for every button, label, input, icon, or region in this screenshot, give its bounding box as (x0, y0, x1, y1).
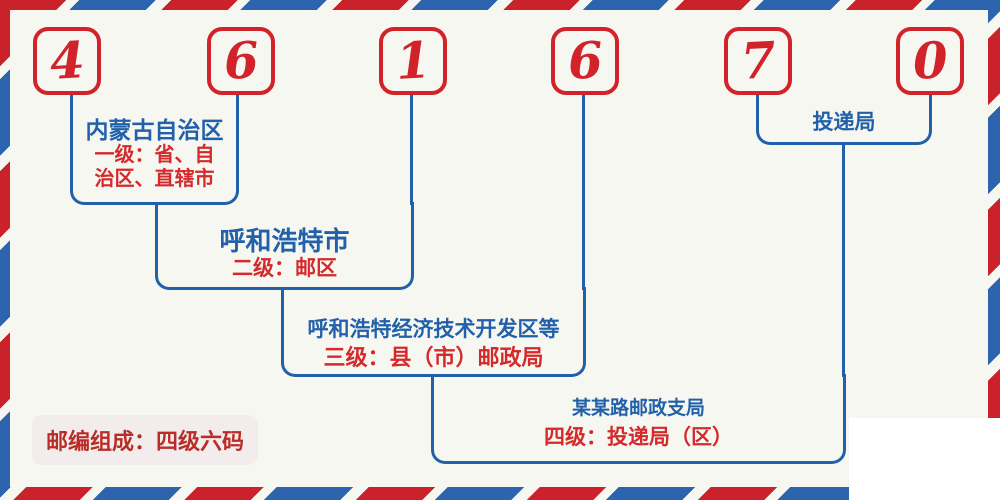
envelope-inner-background (10, 10, 988, 487)
digit-1: 4 (48, 30, 86, 91)
postal-code-composition-badge: 邮编组成：四级六码 (32, 415, 258, 465)
level1-desc-line1: 一级：省、自 (94, 144, 215, 166)
level3-desc-label: 三级：县（市）邮政局 (323, 345, 544, 370)
digit-4: 6 (566, 30, 604, 91)
badge-text: 邮编组成：四级六码 (45, 429, 244, 454)
level3-place-label: 呼和浩特经济技术开发区等 (307, 318, 560, 341)
level4-place-label: 某某路邮政支局 (571, 398, 705, 419)
digit-box-3: 1 (379, 27, 447, 95)
digit-6: 0 (911, 30, 949, 91)
connector-delivery-line (842, 143, 845, 377)
digit-2: 6 (222, 30, 260, 91)
digit-5: 7 (739, 30, 777, 91)
delivery-office-label: 投递局 (812, 111, 876, 134)
digit-box-6: 0 (896, 27, 964, 95)
bracket-level4 (431, 374, 846, 464)
level1-place-label: 内蒙古自治区 (85, 117, 224, 143)
level1-desc-label: 一级：省、自 治区、直辖市 (70, 143, 239, 191)
connector-digit4-line (582, 95, 585, 290)
digit-box-1: 4 (33, 27, 101, 95)
connector-digit3-line (410, 95, 413, 205)
digit-box-4: 6 (551, 27, 619, 95)
level1-desc-line2: 治区、直辖市 (94, 168, 215, 190)
corner-white-patch (849, 418, 1000, 500)
digit-box-5: 7 (724, 27, 792, 95)
digit-3: 1 (394, 30, 432, 91)
level2-desc-label: 二级：邮区 (232, 257, 337, 280)
level4-desc-label: 四级：投递局（区） (544, 426, 733, 449)
digit-box-2: 6 (207, 27, 275, 95)
level2-place-label: 呼和浩特市 (219, 226, 350, 256)
bracket-level1 (70, 95, 239, 205)
